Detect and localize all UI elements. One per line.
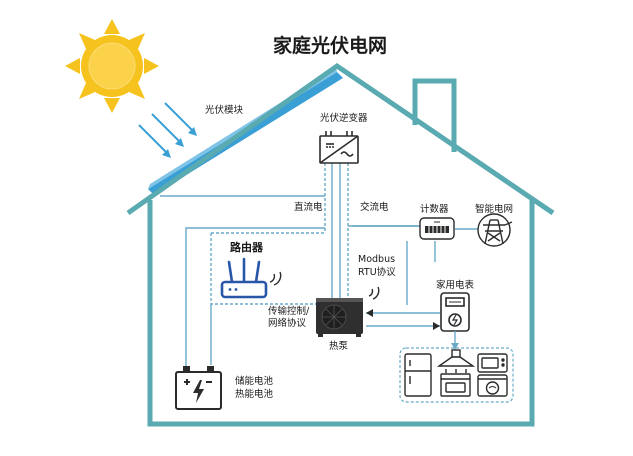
heat-pump-wifi-icon <box>368 286 380 300</box>
heat-pump-meter-arrows <box>366 309 440 330</box>
sun-icon <box>65 19 159 113</box>
inverter-label: 光伏逆变器 <box>320 112 368 124</box>
power-tower-icon <box>477 213 513 247</box>
wifi-icon <box>269 271 282 286</box>
smart-grid-label: 智能电网 <box>475 203 513 215</box>
ac-label: 交流电 <box>360 201 389 213</box>
router-icon <box>220 257 268 299</box>
diagram-title: 家庭光伏电网 <box>273 34 387 57</box>
appliances-icon <box>399 347 514 403</box>
home-meter-label: 家用电表 <box>436 279 475 291</box>
modbus-label-line1: Modbus <box>358 254 395 265</box>
heat-pump-label: 热泵 <box>329 340 349 352</box>
battery-label-line1: 储能电池 <box>235 375 274 387</box>
transfer-protocol-label-line1: 传输控制/ <box>268 305 310 317</box>
meter-to-appliances-arrow <box>451 331 459 350</box>
dc-label: 直流电 <box>294 201 323 213</box>
pv-module-label: 光伏模块 <box>205 104 244 116</box>
sunlight-arrows <box>138 102 197 158</box>
meter-label: 计数器 <box>420 203 449 215</box>
battery-label-line2: 热能电池 <box>235 388 274 400</box>
connection-lines <box>160 163 478 380</box>
router-label: 路由器 <box>230 240 264 254</box>
heat-pump-icon <box>316 298 363 337</box>
house-outline <box>126 62 555 427</box>
battery-icon <box>175 366 222 410</box>
inverter-icon <box>319 131 359 164</box>
transfer-protocol-label-line2: 网络协议 <box>268 317 307 329</box>
modbus-label-line2: RTU协议 <box>358 266 396 278</box>
home-meter-icon <box>440 292 470 332</box>
meter-icon <box>419 217 455 240</box>
